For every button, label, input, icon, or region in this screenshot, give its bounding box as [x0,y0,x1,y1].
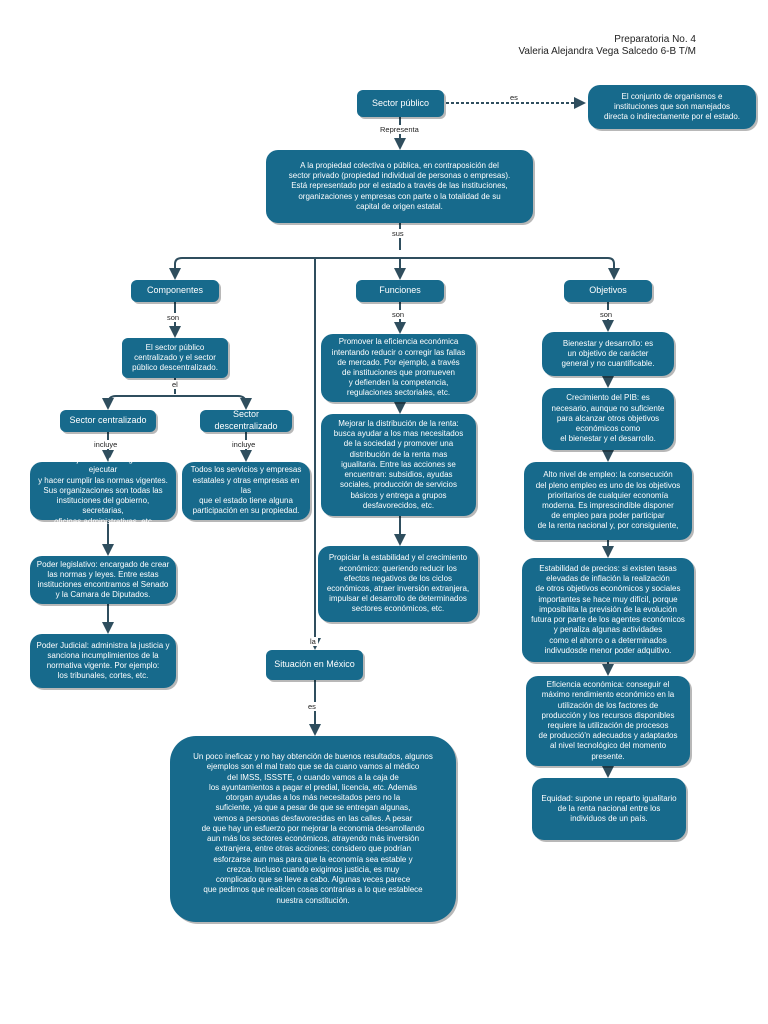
node-sector-descentralizado: Sector descentralizado [200,409,292,432]
node-funcion-3: Propiciar la estabilidad y el crecimient… [318,546,478,622]
node-representa-texto-text: A la propiedad colectiva o pública, en c… [288,160,511,211]
label-la: la [308,637,318,646]
node-objetivo-4-text: Estabilidad de precios: si existen tasas… [531,563,685,655]
node-situacion-mexico-text: Situación en México [274,659,355,670]
label-es-mexico: es [306,702,318,711]
node-sector-publico: Sector público [357,90,444,117]
node-poder-ejecutivo-text: Poder ejecutivo: encargado de ejecutar y… [38,455,168,526]
label-representa: Representa [378,125,421,134]
node-funcion-2: Mejorar la distribución de la renta: bus… [321,414,476,516]
node-poder-ejecutivo: Poder ejecutivo: encargado de ejecutar y… [30,455,176,526]
label-incluye-centralizado: incluye [92,440,120,449]
node-funciones: Funciones [356,280,444,302]
node-objetivo-6: Equidad: supone un reparto igualitario d… [532,778,686,840]
node-poder-legislativo: Poder legislativo: encargado de crear la… [30,556,176,604]
node-centralizado-descentralizado: El sector público centralizado y el sect… [122,338,228,378]
node-poder-legislativo-text: Poder legislativo: encargado de crear la… [36,559,170,600]
header-line-2: Valeria Alejandra Vega Salcedo 6-B T/M [518,46,696,57]
label-el: el [170,380,180,389]
node-objetivo-3: Alto nivel de empleo: la consecución del… [524,462,692,540]
node-funcion-1: Promover la eficiencia económica intenta… [321,334,476,402]
node-objetivo-3-text: Alto nivel de empleo: la consecución del… [535,470,681,531]
node-objetivo-5-text: Eficiencia económica: conseguir el máxim… [538,680,678,761]
node-sector-centralizado-text: Sector centralizado [69,415,147,426]
node-definicion-text: El conjunto de organismos e institucione… [603,91,741,122]
node-sector-publico-text: Sector público [371,97,430,108]
node-funcion-3-text: Propiciar la estabilidad y el crecimient… [326,553,470,614]
node-objetivo-5: Eficiencia económica: conseguir el máxim… [526,676,690,766]
node-funcion-1-text: Promover la eficiencia económica intenta… [331,337,466,398]
label-son-componentes: son [165,313,182,322]
node-objetivo-2-text: Crecimiento del PIB: es necesario, aunqu… [551,393,665,444]
node-descentralizado-texto: Todos los servicios y empresas estatales… [182,462,310,520]
node-mexico-texto: Un poco ineficaz y no hay obtención de b… [170,736,456,922]
node-poder-judicial-text: Poder Judicial: administra la justicia y… [36,640,170,681]
node-objetivo-2: Crecimiento del PIB: es necesario, aunqu… [542,388,674,450]
node-poder-judicial: Poder Judicial: administra la justicia y… [30,634,176,688]
node-situacion-mexico: Situación en México [266,650,363,680]
node-sector-centralizado: Sector centralizado [60,410,156,432]
node-objetivos: Objetivos [564,280,652,302]
node-definicion: El conjunto de organismos e institucione… [588,85,756,129]
node-funciones-text: Funciones [379,285,421,296]
label-es-definicion: es [508,93,520,102]
node-funcion-2-text: Mejorar la distribución de la renta: bus… [333,418,464,510]
node-objetivo-6-text: Equidad: supone un reparto igualitario d… [541,793,677,824]
label-son-funciones: son [390,310,407,319]
node-objetivos-text: Objetivos [589,285,627,296]
node-componentes-text: Componentes [146,285,204,296]
header-line-1: Preparatoria No. 4 [614,34,696,45]
node-representa-texto: A la propiedad colectiva o pública, en c… [266,150,533,223]
node-objetivo-4: Estabilidad de precios: si existen tasas… [522,558,694,662]
node-sector-descentralizado-text: Sector descentralizado [214,409,278,431]
node-centralizado-descentralizado-text: El sector público centralizado y el sect… [132,342,218,373]
node-descentralizado-texto-text: Todos los servicios y empresas estatales… [190,465,302,516]
label-incluye-descentralizado: incluye [230,440,258,449]
label-son-objetivos: son [598,310,615,319]
node-componentes: Componentes [131,280,219,302]
node-objetivo-1-text: Bienestar y desarrollo: es un objetivo d… [561,338,655,369]
node-objetivo-1: Bienestar y desarrollo: es un objetivo d… [542,332,674,376]
label-sus: sus [390,229,406,238]
node-mexico-texto-text: Un poco ineficaz y no hay obtención de b… [193,752,433,905]
